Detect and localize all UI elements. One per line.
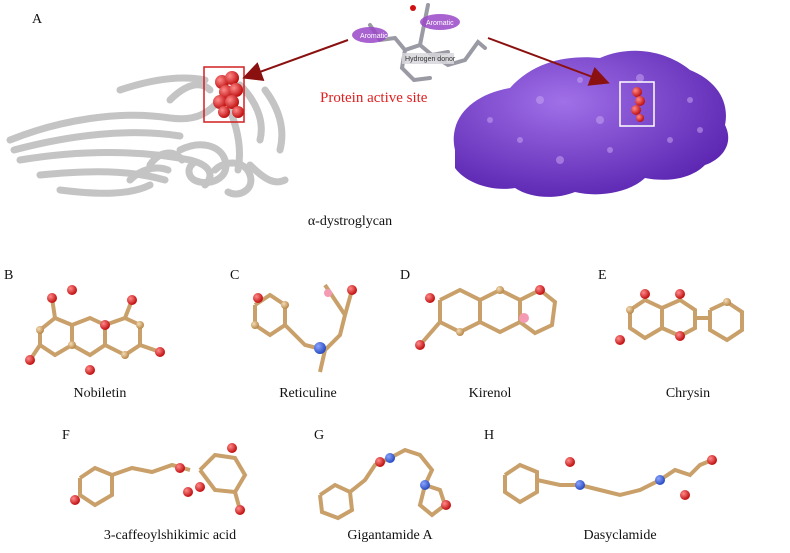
panel-label-d: D — [400, 268, 411, 283]
molecule-nobiletin — [25, 285, 165, 375]
feature-label-aromatic-2: Aromatic — [426, 20, 454, 27]
panel-label-e: E — [598, 268, 607, 283]
molecule-name-reticuline: Reticuline — [279, 386, 337, 401]
molecule-name-gigantamide-a: Gigantamide A — [347, 528, 433, 543]
panel-label-g: G — [314, 428, 325, 443]
molecule-chrysin — [615, 289, 744, 345]
molecule-name-3-caffeoylshikimic-acid: 3-caffeoylshikimic acid — [103, 528, 237, 543]
protein-surface-structure — [453, 50, 729, 197]
panel-label-a: A — [32, 12, 43, 27]
molecule-name-nobiletin: Nobiletin — [73, 386, 127, 401]
molecule-3-caffeoylshikimic-acid — [70, 443, 248, 515]
molecule-kirenol — [415, 285, 558, 350]
panel-label-f: F — [62, 428, 70, 443]
pharmacophore-features — [352, 5, 460, 64]
molecule-reticuline — [251, 283, 357, 373]
panel-label-b: B — [4, 268, 14, 283]
protein-caption: α-dystroglycan — [307, 214, 393, 229]
molecule-gigantamide-a — [318, 447, 451, 521]
molecule-name-chrysin: Chrysin — [665, 386, 711, 401]
arrow-to-right-site — [487, 37, 610, 86]
active-site-label: Protein active site — [320, 90, 428, 106]
feature-label-aromatic-1: Aromatic — [360, 33, 388, 40]
protein-ribbon-structure — [6, 74, 289, 198]
active-site-ligand-right — [631, 87, 645, 122]
molecule-dasyclamide — [503, 455, 717, 505]
active-site-box-left — [203, 66, 245, 123]
panel-label-h: H — [484, 428, 495, 443]
feature-label-hydrogen-donor: Hydrogen donor — [405, 56, 456, 63]
molecule-name-dasyclamide: Dasyclamide — [583, 528, 657, 543]
arrow-to-left-site — [242, 39, 349, 81]
panel-label-c: C — [230, 268, 240, 283]
active-site-ligand-left — [213, 71, 244, 118]
molecule-name-kirenol: Kirenol — [468, 386, 512, 401]
active-site-box-right — [619, 81, 655, 127]
surface-highlights — [487, 74, 703, 164]
